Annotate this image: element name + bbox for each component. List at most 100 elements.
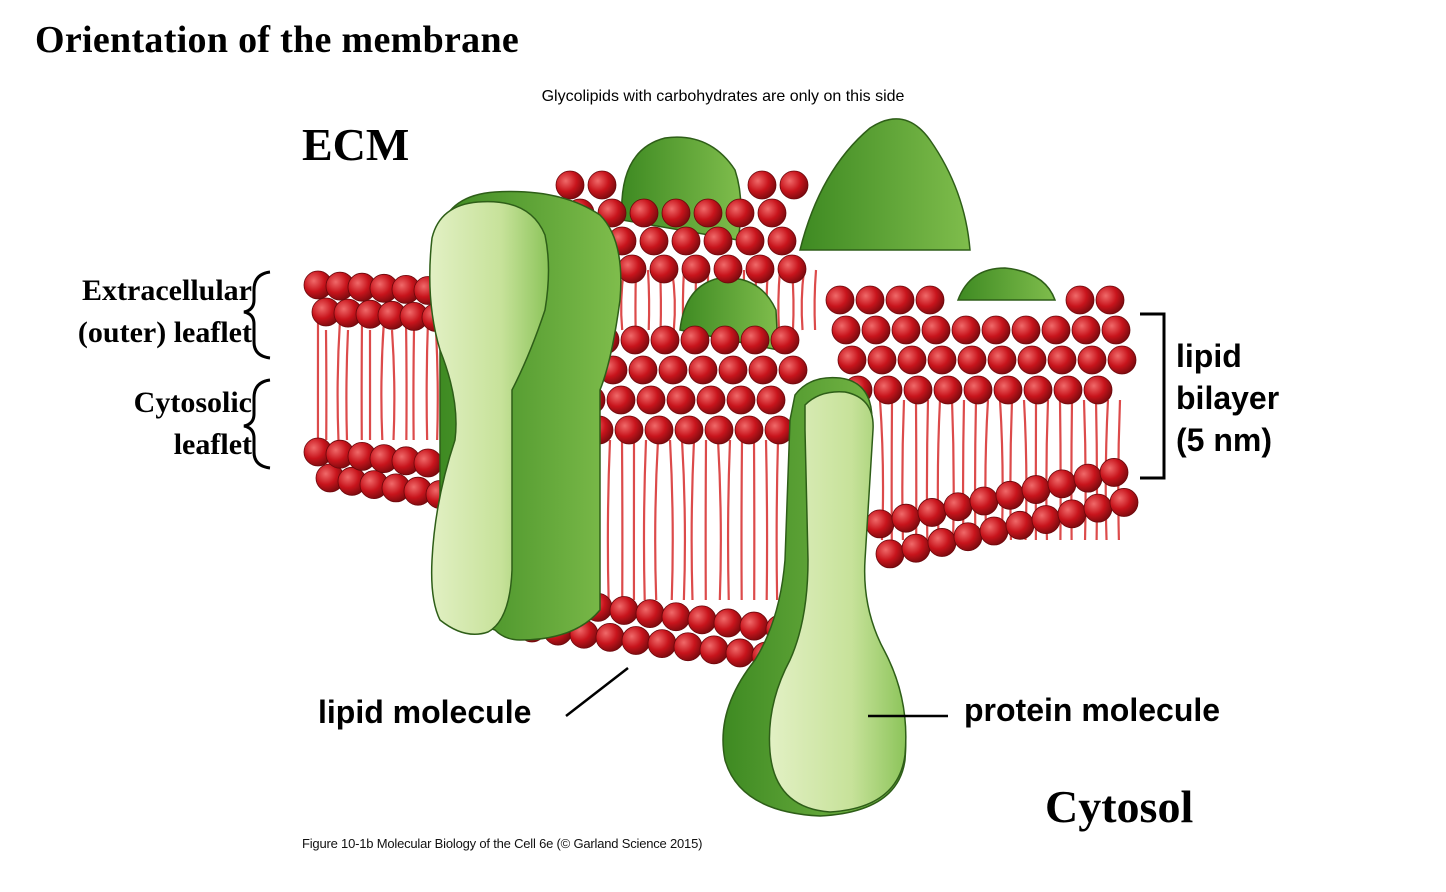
lipid-head [927, 345, 957, 375]
lipid-head [650, 325, 680, 355]
lipid-tail [973, 399, 978, 541]
lipid-head [703, 226, 733, 256]
lipid-head [1041, 315, 1071, 345]
lipid-head [757, 198, 787, 228]
lipid-head [891, 503, 921, 533]
lipid-head [628, 355, 658, 385]
protein-back-right [799, 118, 971, 251]
lipid-tail [777, 269, 782, 331]
cytosolic-brace [243, 378, 271, 470]
protein-right-small [956, 267, 1057, 301]
lipid-head [831, 315, 861, 345]
lipid-head [1083, 375, 1113, 405]
lipid-tail [606, 439, 612, 601]
lipid-head [979, 516, 1009, 546]
lipid-head [917, 498, 947, 527]
lipid-tail [740, 439, 744, 601]
lipid-head [1101, 315, 1131, 345]
lipid-head [1023, 375, 1053, 405]
lipid-tail [404, 319, 408, 441]
cytosolic-leaflet-label: Cytosolic leaflet [20, 382, 252, 466]
lipid-tail [950, 399, 955, 541]
lipid-head [875, 539, 905, 569]
cytosolic-leaflet-line-1: Cytosolic [133, 386, 252, 419]
lipid-head [696, 385, 726, 415]
lipid-head [621, 626, 651, 655]
lipid-tail [764, 439, 769, 601]
lipid-head [713, 254, 743, 284]
lipid-head [661, 602, 691, 632]
lipid-head [873, 375, 903, 405]
lipid-head [620, 325, 650, 355]
lipid-head [1083, 493, 1113, 523]
lipid-head [770, 325, 800, 355]
protein-left-face [429, 200, 550, 635]
extracellular-leaflet-line-1: Extracellular [82, 274, 252, 307]
lipid-head [629, 198, 659, 228]
lipid-head [1065, 285, 1095, 315]
lipid-head [658, 355, 688, 385]
lipid-head [855, 285, 885, 315]
lipid-head [915, 285, 945, 315]
lipid-head [1053, 375, 1083, 405]
lipid-head [595, 622, 625, 652]
lipid-head [1057, 499, 1087, 529]
lipid-head [1099, 458, 1129, 487]
bilayer-bracket [1140, 312, 1166, 480]
lipid-head [777, 254, 807, 284]
lipid-head [987, 345, 1017, 375]
lipid-tail [654, 439, 660, 601]
lipid-head [867, 345, 897, 375]
lipid-head [644, 415, 674, 445]
lipid-tail [642, 439, 648, 601]
lipid-tail [668, 439, 674, 601]
lipid-head [587, 170, 617, 200]
lipid-head [673, 632, 703, 662]
lipid-head [413, 448, 443, 478]
lipid-tail [813, 269, 818, 331]
lipid-head [1073, 463, 1103, 493]
lipid-head [951, 315, 981, 345]
lipid-head [993, 375, 1023, 405]
lipid-head [713, 608, 743, 638]
cytosol-label: Cytosol [1045, 781, 1194, 832]
lipid-head [693, 198, 723, 228]
lipid-head [1011, 315, 1041, 345]
lipid-head [779, 170, 809, 200]
lipid-head [995, 480, 1025, 510]
lipid-bilayer-label: lipid bilayer (5 nm) [1176, 335, 1279, 461]
lipid-head [661, 198, 691, 228]
lipid-head [688, 355, 718, 385]
lipid-head [825, 285, 855, 315]
lipid-head [1107, 345, 1137, 375]
lipid-head [639, 226, 669, 256]
protein-molecule-label: protein molecule [964, 692, 1221, 728]
lipid-head [865, 509, 895, 539]
lipid-tail [380, 319, 386, 441]
lipid-head [704, 415, 734, 445]
lipid-head [609, 596, 639, 625]
lipid-head [933, 375, 963, 405]
lipid-head [606, 385, 636, 415]
lipid-head [617, 254, 647, 284]
lipid-head [725, 638, 755, 668]
lipid-head [767, 226, 797, 256]
lipid-head [981, 315, 1011, 345]
lipid-head [778, 355, 808, 385]
lipid-head [725, 198, 755, 228]
lipid-head [969, 486, 999, 516]
glycolipid-note: Glycolipids with carbohydrates are only … [541, 88, 905, 105]
lipid-head [1095, 285, 1125, 315]
lipid-molecule-label: lipid molecule [318, 694, 532, 730]
lipid-tail [646, 269, 651, 331]
lipid-head [636, 385, 666, 415]
lipid-head [897, 345, 927, 375]
lipid-head [647, 629, 677, 658]
lipid-head [614, 415, 644, 445]
lipid-head [901, 533, 931, 563]
page-title: Orientation of the membrane [35, 19, 520, 61]
lipid-head [671, 226, 701, 256]
lipid-head [1077, 345, 1107, 375]
lipid-head [726, 385, 756, 415]
lipid-tail [775, 439, 780, 601]
